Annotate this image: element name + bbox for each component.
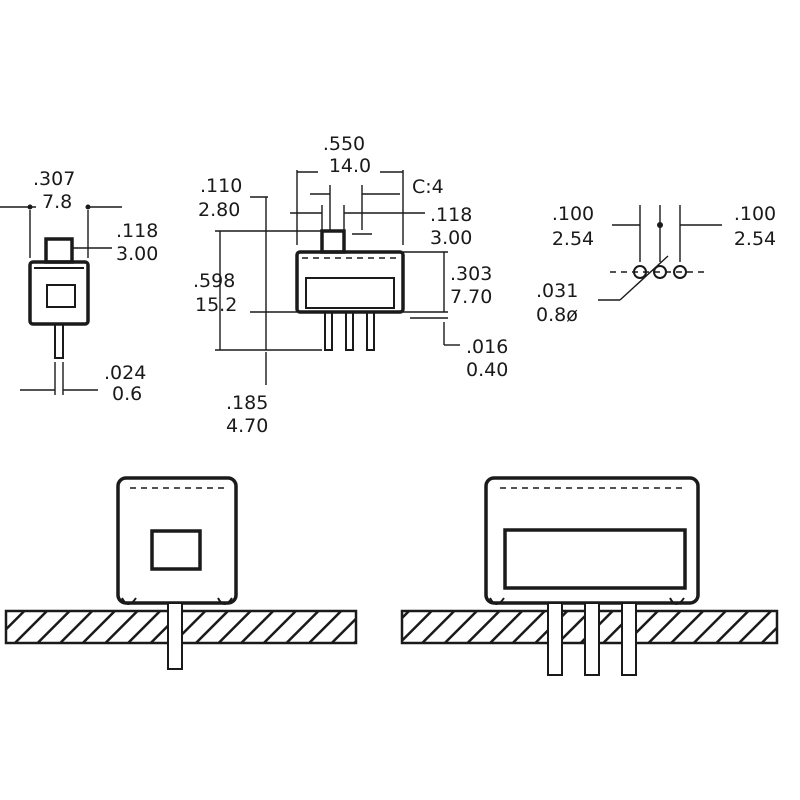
hole-diameter-mm: 0.8ø [536,304,578,326]
mounted-side-pin [167,602,183,670]
front-view-pin-3 [366,311,375,351]
overall-width-inch: .307 [33,168,75,190]
hole-2 [653,265,667,279]
hole-diameter-inch: .031 [536,280,578,302]
travel-label: C:4 [412,176,444,198]
side-view-actuator [44,237,74,264]
total-height-inch: .598 [193,270,235,292]
front-view-body [295,250,405,314]
body-height-inch: .303 [450,263,492,285]
mounted-front-pin-1 [547,602,563,676]
side-view-window [46,284,76,308]
pin-length-mm: 4.70 [226,415,268,437]
front-view: .550 14.0 C:4 .110 2.80 .118 3.00 .598 1… [193,133,508,437]
front-view-actuator [320,229,346,254]
total-height-mm: 15.2 [195,294,237,316]
mounted-front-view [400,476,779,676]
pin-width-inch: .024 [104,362,146,384]
actuator-top-offset-mm: 2.80 [198,199,240,221]
mounted-side-window [150,529,202,571]
body-length-inch: .550 [323,133,365,155]
pin-pitch-left-mm: 2.54 [552,228,594,250]
pin-pitch-right-mm: 2.54 [734,228,776,250]
pin-pitch-left-inch: .100 [552,203,594,225]
pin-length-inch: .185 [226,392,268,414]
side-view: .307 7.8 .118 3.00 .024 0.6 [0,168,158,405]
hole-1 [633,265,647,279]
actuator-height-front-inch: .118 [430,204,472,226]
mounted-side-body [116,476,238,605]
mounted-front-window [503,528,687,590]
side-view-body [28,260,90,326]
hole-3 [673,265,687,279]
front-view-window [305,277,395,309]
mounted-front-pin-2 [584,602,600,676]
front-view-pin-1 [324,311,333,351]
mounted-front-pin-3 [621,602,637,676]
actuator-height-side-mm: 3.00 [116,243,158,265]
pin-thickness-inch: .016 [466,336,508,358]
overall-width-mm: 7.8 [42,191,72,213]
actuator-top-offset-inch: .110 [200,175,242,197]
body-length-mm: 14.0 [329,155,371,177]
mounted-front-body [484,476,700,605]
front-view-pin-2 [345,311,354,351]
actuator-height-front-mm: 3.00 [430,227,472,249]
pin-thickness-mm: 0.40 [466,359,508,381]
side-view-pin [54,323,64,359]
pin-pitch-right-inch: .100 [734,203,776,225]
pin-width-mm: 0.6 [112,383,142,405]
body-height-mm: 7.70 [450,286,492,308]
actuator-height-side-inch: .118 [116,220,158,242]
mounted-side-view [4,476,358,670]
hole-pattern: .100 2.54 .100 2.54 .031 0.8ø [536,203,776,326]
